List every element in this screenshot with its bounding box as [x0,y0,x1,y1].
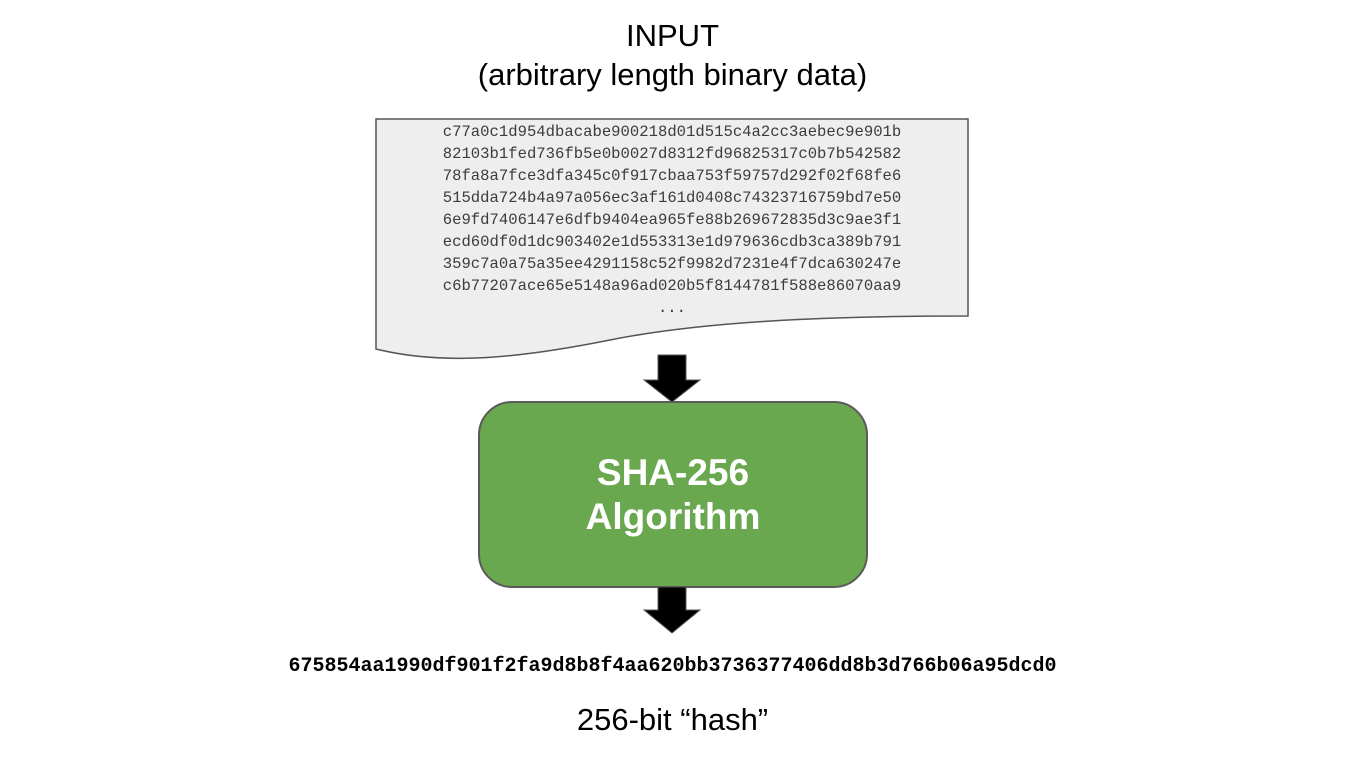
input-hex-line: 515dda724b4a97a056ec3af161d0408c74323716… [442,189,902,207]
algorithm-label: Algorithm [585,495,761,537]
input-hex-line: 82103b1fed736fb5e0b0027d8312fd96825317c0… [442,145,902,163]
hash-output-value: 675854aa1990df901f2fa9d8b8f4aa620bb37363… [288,655,1057,678]
hash-caption: 256-bit “hash” [576,702,769,737]
input-title: INPUT [626,18,719,53]
input-hex-line: c6b77207ace65e5148a96ad020b5f8144781f588… [442,277,902,295]
input-hex-line: 78fa8a7fce3dfa345c0f917cbaa753f59757d292… [442,167,902,185]
input-hex-line: ecd60df0d1dc903402e1d553313e1d979636cdb3… [442,233,902,251]
algorithm-name: SHA-256 [596,451,750,493]
input-subtitle: (arbitrary length binary data) [477,57,868,92]
input-hex-line: 6e9fd7406147e6dfb9404ea965fe88b269672835… [442,211,902,229]
input-hex-line: 359c7a0a75a35ee4291158c52f9982d7231e4f7d… [442,255,902,273]
input-ellipsis: ... [657,299,687,317]
input-hex-line: c77a0c1d954dbacabe900218d01d515c4a2cc3ae… [442,123,902,141]
